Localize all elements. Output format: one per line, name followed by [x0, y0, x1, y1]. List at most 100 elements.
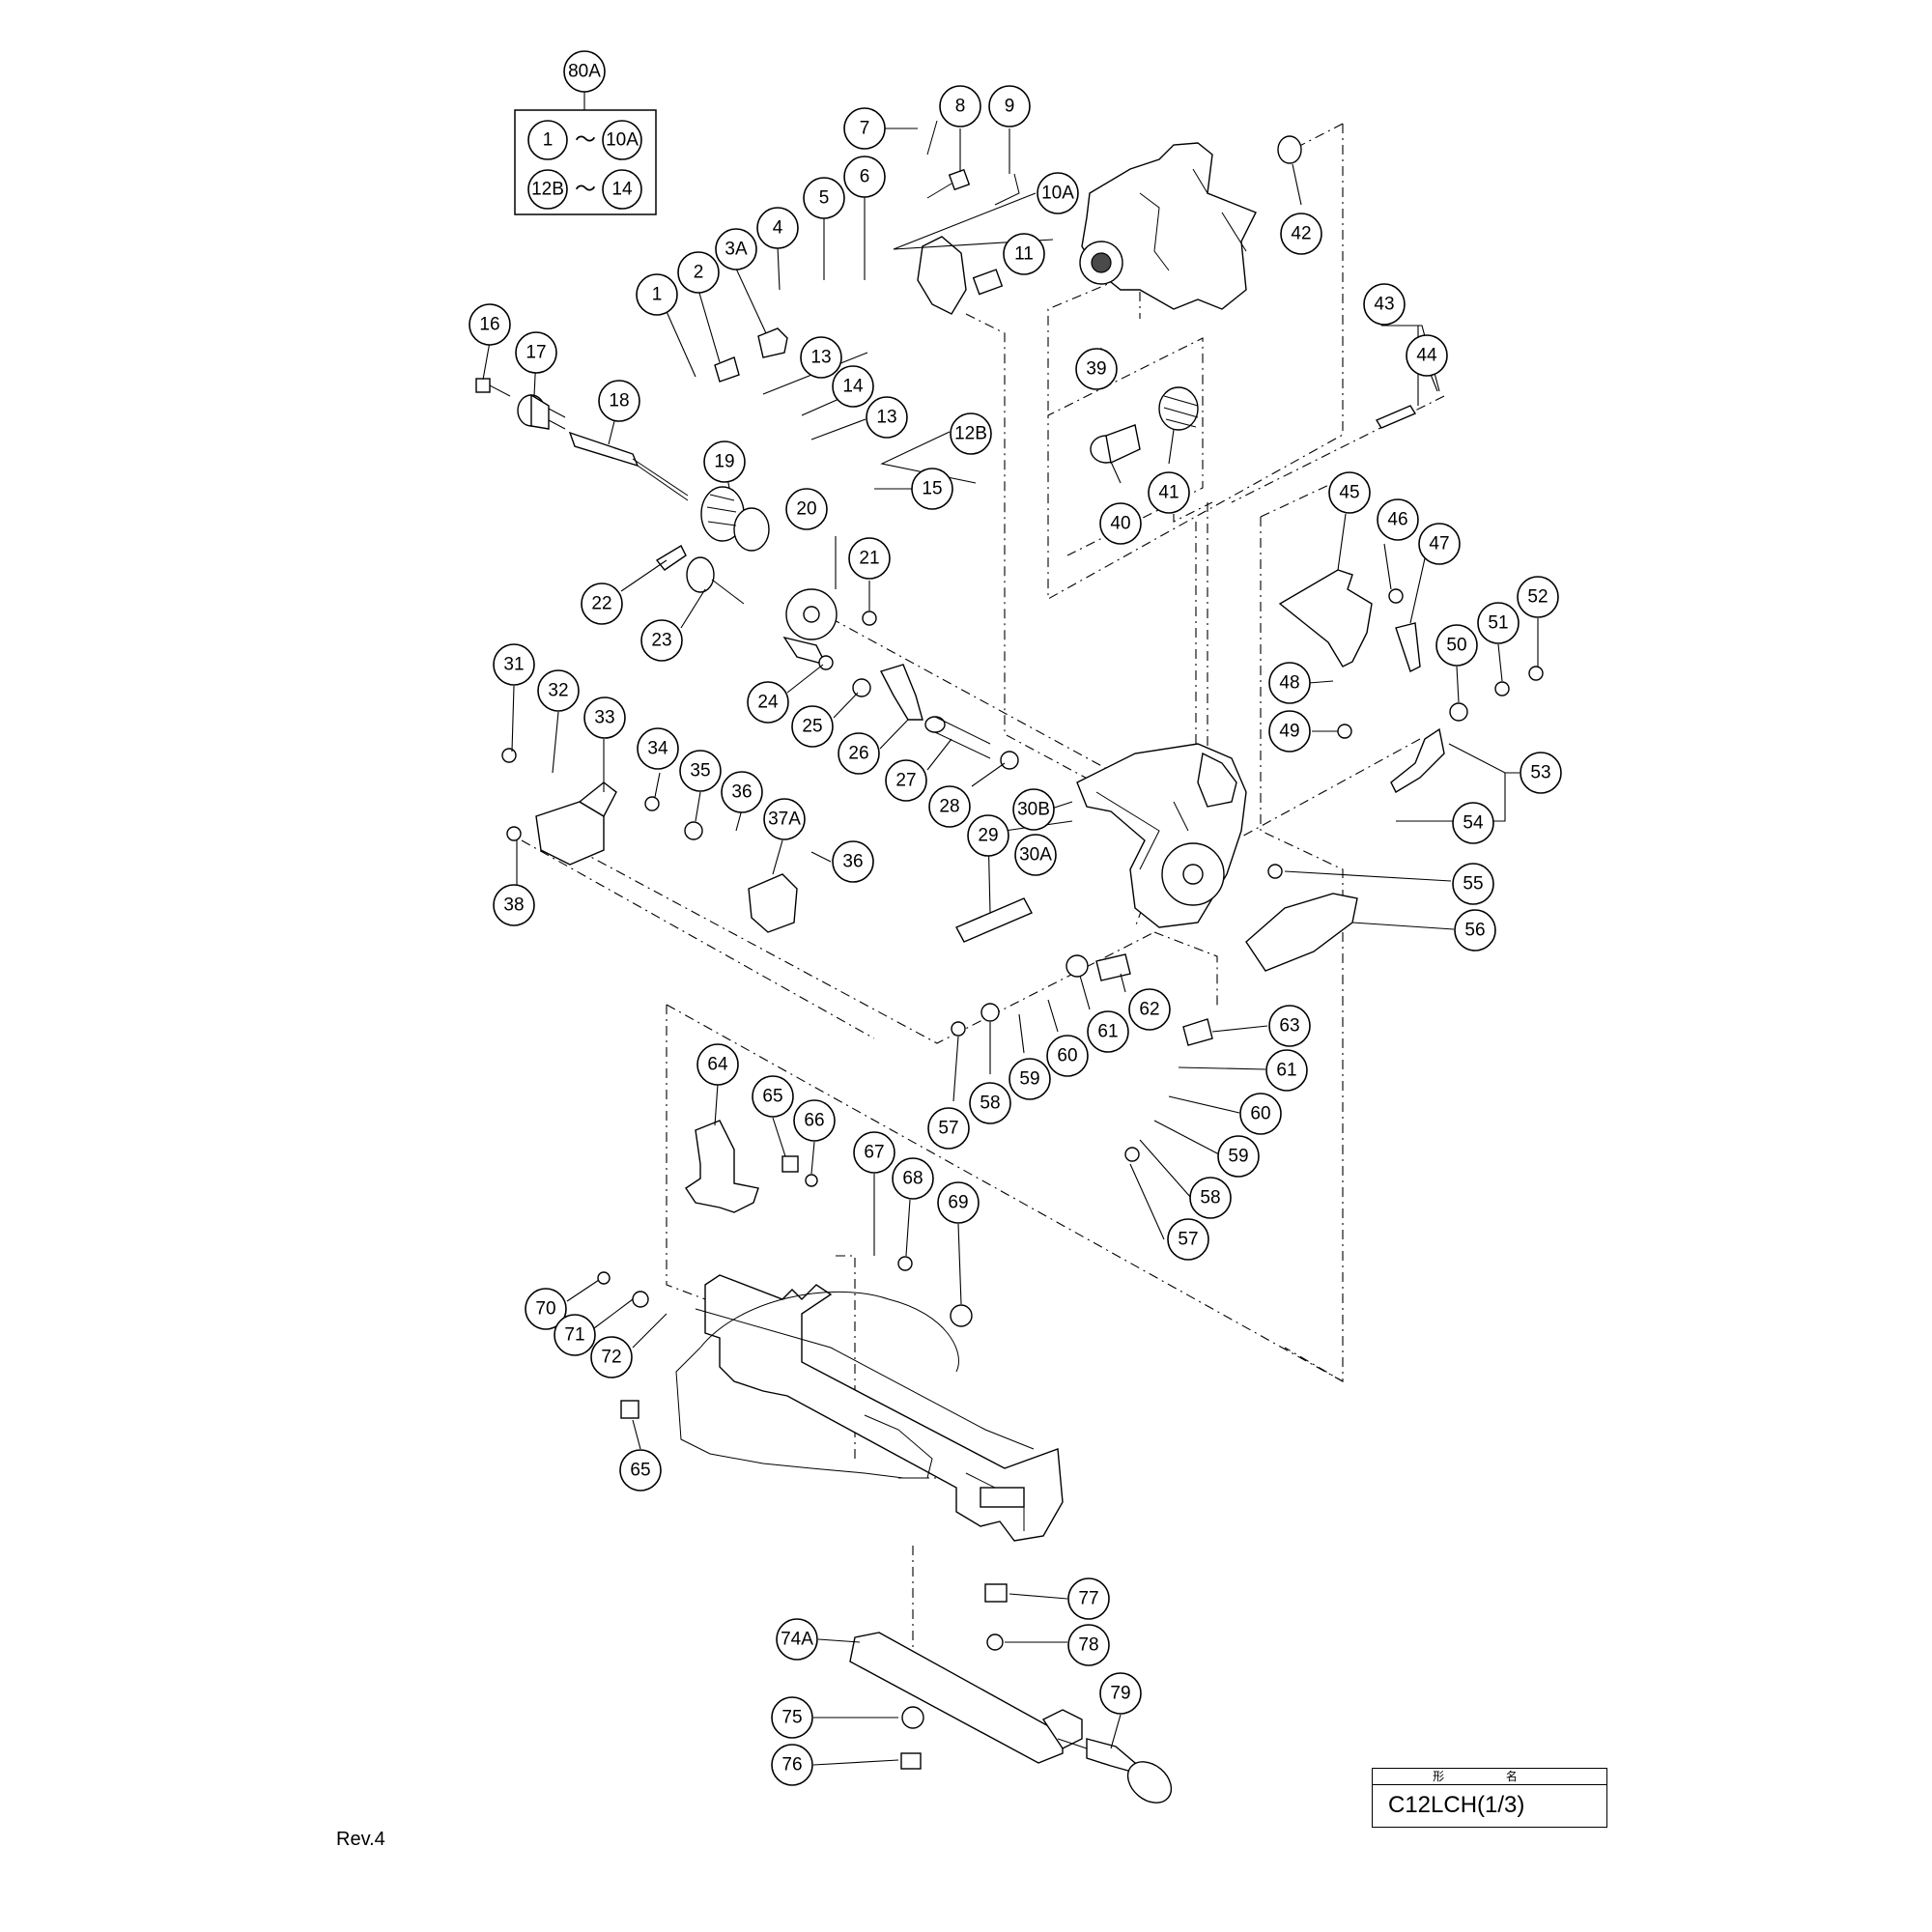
callout-46[interactable]: 46: [1377, 498, 1419, 541]
callout-41[interactable]: 41: [1148, 471, 1190, 514]
callout-57-left[interactable]: 57: [927, 1107, 970, 1150]
callout-49[interactable]: 49: [1268, 710, 1311, 753]
callout-20[interactable]: 20: [785, 488, 828, 530]
callout-35[interactable]: 35: [679, 750, 722, 792]
callout-72[interactable]: 72: [590, 1336, 633, 1378]
callout-19[interactable]: 19: [703, 440, 746, 483]
callout-25[interactable]: 25: [791, 705, 834, 748]
callout-58-right[interactable]: 58: [1189, 1177, 1232, 1219]
callout-17[interactable]: 17: [515, 331, 557, 374]
callout-61-right[interactable]: 61: [1265, 1049, 1308, 1092]
svg-text:80A: 80A: [568, 62, 601, 82]
callout-56[interactable]: 56: [1454, 909, 1496, 952]
shaft-18: [568, 431, 689, 501]
callout-52[interactable]: 52: [1517, 576, 1559, 618]
callout-74a[interactable]: 74A: [776, 1618, 818, 1661]
callout-60-left[interactable]: 60: [1046, 1035, 1089, 1077]
callout-31[interactable]: 31: [493, 643, 535, 686]
callout-70[interactable]: 70: [525, 1288, 567, 1330]
callout-5[interactable]: 5: [803, 177, 845, 219]
callout-59-right[interactable]: 59: [1217, 1135, 1260, 1178]
callout-38[interactable]: 38: [493, 884, 535, 926]
callout-44[interactable]: 44: [1406, 334, 1448, 377]
callout-58-left[interactable]: 58: [969, 1082, 1011, 1124]
callout-11[interactable]: 11: [1003, 233, 1045, 275]
callout-kit-range-end-1[interactable]: 10A: [602, 120, 642, 160]
callout-66[interactable]: 66: [793, 1099, 836, 1142]
callout-42[interactable]: 42: [1280, 213, 1322, 255]
callout-64[interactable]: 64: [696, 1043, 739, 1086]
callout-47[interactable]: 47: [1418, 523, 1461, 565]
svg-text:62: 62: [1139, 1000, 1159, 1020]
callout-6[interactable]: 6: [843, 156, 886, 198]
callout-75[interactable]: 75: [771, 1696, 813, 1739]
callout-55[interactable]: 55: [1452, 863, 1494, 905]
callout-26[interactable]: 26: [838, 732, 880, 775]
callout-37a[interactable]: 37A: [763, 798, 806, 840]
callout-2[interactable]: 2: [677, 251, 720, 294]
callout-18[interactable]: 18: [598, 380, 640, 422]
callout-12b[interactable]: 12B: [950, 412, 992, 455]
screw-57-right: [1124, 1147, 1140, 1162]
callout-1[interactable]: 1: [636, 273, 678, 316]
callout-14[interactable]: 14: [832, 365, 874, 408]
callout-23[interactable]: 23: [640, 619, 683, 662]
callout-61-left[interactable]: 61: [1087, 1010, 1129, 1053]
callout-30a[interactable]: 30A: [1014, 834, 1057, 876]
callout-63[interactable]: 63: [1268, 1005, 1311, 1047]
callout-28[interactable]: 28: [928, 785, 971, 828]
callout-22[interactable]: 22: [581, 582, 623, 625]
callout-59-left[interactable]: 59: [1009, 1058, 1051, 1100]
callout-15[interactable]: 15: [911, 468, 953, 510]
callout-79[interactable]: 79: [1099, 1672, 1142, 1715]
svg-text:71: 71: [564, 1325, 584, 1346]
callout-51[interactable]: 51: [1477, 602, 1520, 644]
callout-32[interactable]: 32: [537, 669, 580, 712]
callout-10a[interactable]: 10A: [1037, 172, 1079, 214]
callout-65-upper[interactable]: 65: [752, 1075, 794, 1118]
callout-3a[interactable]: 3A: [715, 228, 757, 270]
callout-8[interactable]: 8: [939, 85, 981, 128]
callout-kit-range-end-2[interactable]: 14: [602, 169, 642, 210]
callout-13-lower[interactable]: 13: [866, 396, 908, 439]
callout-50[interactable]: 50: [1435, 624, 1478, 667]
callout-48[interactable]: 48: [1268, 662, 1311, 704]
callout-34[interactable]: 34: [637, 727, 679, 770]
callout-kit-range-start-1[interactable]: 1: [527, 120, 568, 160]
callout-36-lower[interactable]: 36: [832, 840, 874, 883]
svg-text:51: 51: [1488, 613, 1508, 634]
callout-16[interactable]: 16: [469, 303, 511, 346]
callout-78[interactable]: 78: [1067, 1624, 1110, 1666]
callout-69[interactable]: 69: [937, 1181, 980, 1224]
callout-36-upper[interactable]: 36: [721, 771, 763, 813]
callout-60-right[interactable]: 60: [1239, 1093, 1282, 1135]
callout-13-upper[interactable]: 13: [800, 336, 842, 379]
callout-67[interactable]: 67: [853, 1131, 895, 1174]
callout-33[interactable]: 33: [583, 696, 626, 739]
callout-kit-range-start-2[interactable]: 12B: [527, 169, 568, 210]
callout-40[interactable]: 40: [1099, 502, 1142, 545]
callout-kit-80a[interactable]: 80A: [563, 50, 606, 93]
callout-54[interactable]: 54: [1452, 802, 1494, 844]
screw-57-left: [951, 1021, 966, 1037]
callout-24[interactable]: 24: [747, 681, 789, 724]
callout-43[interactable]: 43: [1363, 283, 1406, 326]
svg-text:18: 18: [609, 391, 629, 412]
callout-62[interactable]: 62: [1128, 988, 1171, 1031]
callout-21[interactable]: 21: [848, 537, 891, 580]
callout-57-right[interactable]: 57: [1167, 1218, 1209, 1261]
callout-27[interactable]: 27: [885, 759, 927, 802]
callout-68[interactable]: 68: [892, 1157, 934, 1200]
callout-53[interactable]: 53: [1520, 752, 1562, 794]
callout-76[interactable]: 76: [771, 1744, 813, 1786]
callout-4[interactable]: 4: [756, 207, 799, 249]
callout-29[interactable]: 29: [967, 814, 1009, 857]
callout-30b[interactable]: 30B: [1012, 788, 1055, 831]
callout-39[interactable]: 39: [1075, 348, 1118, 390]
callout-65-lower[interactable]: 65: [619, 1449, 662, 1492]
callout-71[interactable]: 71: [554, 1314, 596, 1356]
callout-7[interactable]: 7: [843, 107, 886, 150]
callout-9[interactable]: 9: [988, 85, 1031, 128]
callout-77[interactable]: 77: [1067, 1577, 1110, 1620]
callout-45[interactable]: 45: [1328, 471, 1371, 514]
